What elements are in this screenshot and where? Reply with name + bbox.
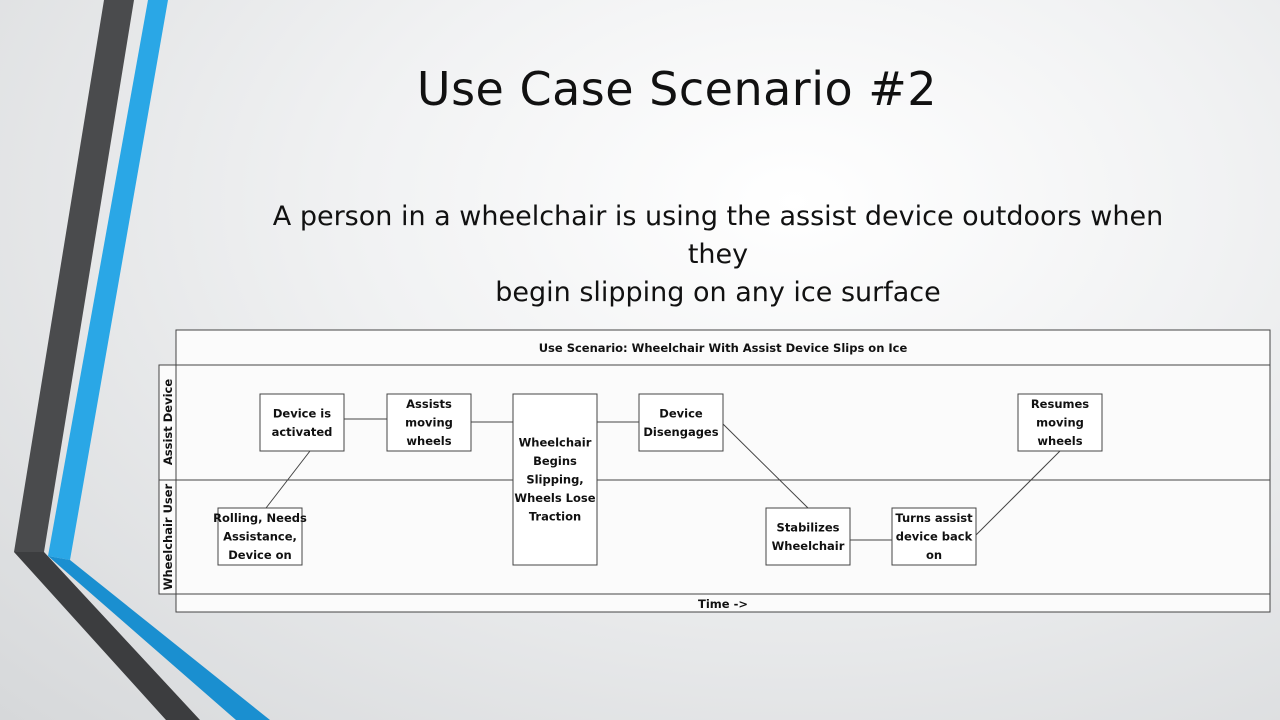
node-label-line: Begins — [533, 454, 577, 468]
node-label-line: Device — [659, 406, 703, 420]
lane-label-assist-device: Assist Device — [161, 379, 175, 465]
node-box — [386, 393, 472, 452]
slide-description-line: A person in a wheelchair is using the as… — [272, 201, 1164, 270]
node-label-line: Assists — [406, 397, 452, 411]
node-label-line: Disengages — [643, 425, 718, 439]
node-label-line: Rolling, Needs — [213, 511, 307, 525]
node-label-line: Wheelchair — [519, 436, 592, 450]
diagram-header: Use Scenario: Wheelchair With Assist Dev… — [539, 341, 908, 355]
edge-device-disengages-to-stabilizes-wheelchair — [722, 423, 809, 509]
slide-description: A person in a wheelchair is using the as… — [240, 198, 1196, 312]
node-label-line: activated — [272, 425, 333, 439]
edge-turns-assist-device-on-to-resumes-moving-wheels — [975, 450, 1061, 536]
node-box — [891, 507, 977, 566]
node-device-activated: Device is activated — [259, 393, 345, 452]
node-label-line: Assistance, — [223, 530, 297, 544]
edge-layer — [265, 418, 1061, 541]
node-label-line: Device on — [228, 548, 292, 562]
node-label-line: on — [926, 548, 942, 562]
node-label-line: Wheels Lose — [514, 491, 595, 505]
node-label-line: Turns assist — [895, 511, 973, 525]
node-assists-moving-wheels: Assists moving wheels — [386, 393, 472, 452]
diagram-frame — [175, 329, 1271, 613]
node-label-line: device back — [896, 530, 973, 544]
node-label-line: Stabilizes — [777, 520, 840, 534]
lane-label-wheelchair-user: Wheelchair User — [161, 483, 175, 590]
node-box — [638, 393, 724, 452]
node-label-line: wheels — [406, 434, 451, 448]
node-label-line: Traction — [529, 510, 581, 524]
diagram-footer: Time -> — [698, 597, 748, 611]
node-turns-assist-device-on: Turns assist device back on — [891, 507, 977, 566]
node-label-line: wheels — [1037, 434, 1082, 448]
node-label-line: Device is — [273, 406, 331, 420]
edge-rolling-needs-assistance-to-device-activated — [265, 450, 311, 509]
node-label-line: Wheelchair — [772, 539, 845, 553]
node-box — [1017, 393, 1103, 452]
decorative-stripes — [14, 0, 270, 720]
node-box — [512, 393, 598, 566]
node-label-line: Slipping, — [526, 473, 583, 487]
node-box — [217, 507, 303, 566]
node-resumes-moving-wheels: Resumes moving wheels — [1017, 393, 1103, 452]
node-label-line: moving — [405, 416, 453, 430]
slide-title: Use Case Scenario #2 — [416, 62, 938, 116]
node-box — [765, 507, 851, 566]
node-label-line: Resumes — [1031, 397, 1089, 411]
slide-description-line: begin slipping on any ice surface — [495, 277, 941, 308]
node-box — [259, 393, 345, 452]
node-label-line: moving — [1036, 416, 1084, 430]
